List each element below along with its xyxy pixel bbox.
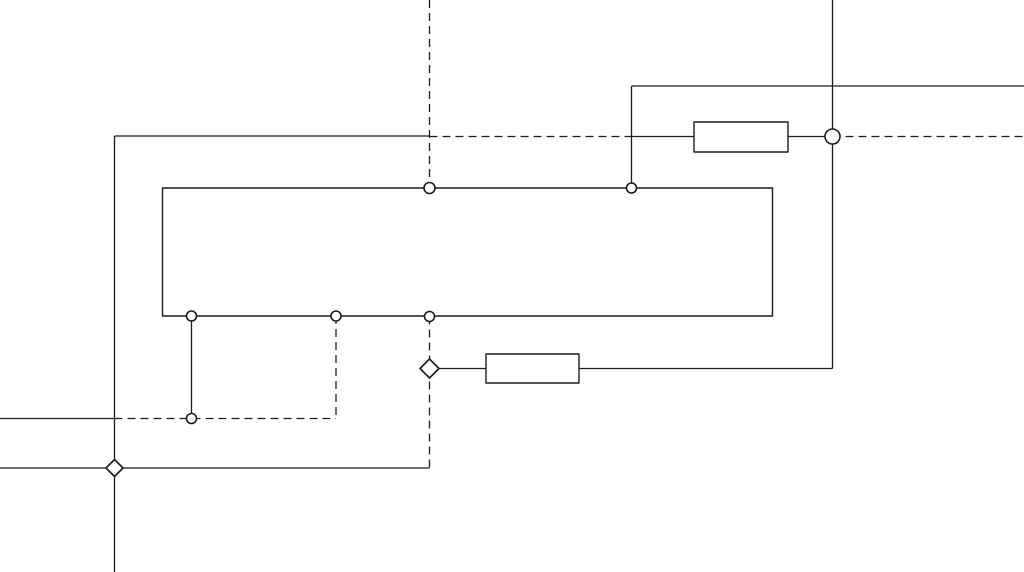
terminal-left-diamond[interactable] [105, 458, 124, 478]
node-bottom-c[interactable] [423, 310, 436, 323]
resistor-bottom[interactable] [485, 353, 580, 384]
terminal-center-diamond[interactable] [419, 358, 440, 379]
resistor-top[interactable] [693, 121, 789, 153]
node-junction-lower[interactable] [185, 412, 198, 425]
node-top-b[interactable] [625, 182, 638, 194]
terminal-right-ring[interactable] [824, 128, 841, 145]
node-top-a[interactable] [423, 181, 436, 195]
block-main[interactable] [161, 187, 774, 317]
node-bottom-a[interactable] [185, 310, 198, 322]
node-bottom-b[interactable] [330, 310, 342, 322]
